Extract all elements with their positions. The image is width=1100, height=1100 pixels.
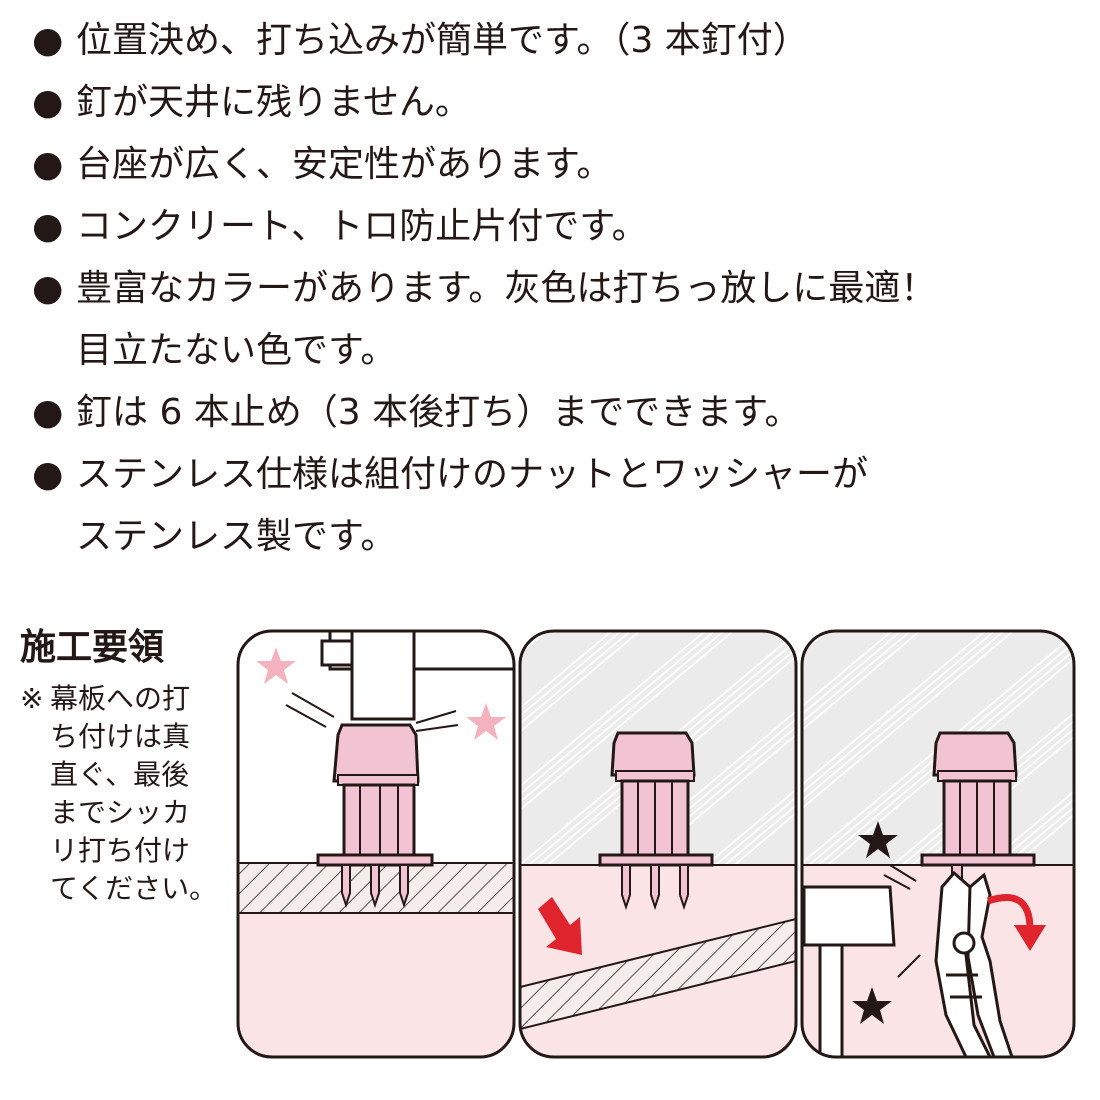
feature-text: 目立たない色です。 <box>76 330 397 371</box>
bullet-icon: ● <box>32 454 64 495</box>
feature-continuation: 目立たない色です。 <box>32 320 1092 382</box>
note-mark: ※ <box>20 682 44 715</box>
spark-star-icon <box>466 703 506 740</box>
spark-star-icon <box>852 987 892 1024</box>
feature-item: ● 釘は 6 本止め（3 本後打ち）までできます。 <box>32 382 1092 444</box>
bullet-icon: ● <box>32 20 64 61</box>
step-panel-3 <box>800 629 1076 1059</box>
feature-text: 豊富なカラーがあります。灰色は打ちっ放しに最適！ <box>76 268 937 309</box>
impact-lines <box>883 864 921 978</box>
anchor-part <box>920 731 1036 896</box>
feature-item: ● 台座が広く、安定性があります。 <box>32 134 1092 196</box>
spark-star-icon <box>858 821 898 858</box>
feature-item: ● 位置決め、打ち込みが簡単です。（3 本釘付） <box>32 10 1092 72</box>
procedure-illustrations <box>236 629 1076 1059</box>
feature-text: コンクリート、トロ防止片付です。 <box>76 206 648 247</box>
note-line: 幕板への打 <box>50 682 191 715</box>
bullet-icon: ● <box>32 144 64 185</box>
procedure-title: 施工要領 <box>20 627 165 668</box>
hammer-icon <box>802 885 896 1057</box>
spark-star-icon <box>256 647 296 684</box>
procedure-note: ※ 幕板への打 ち付けは真 直ぐ、最後 までシッカ リ打ち付け てください。 <box>20 680 218 908</box>
step-panel-1 <box>236 629 516 1059</box>
feature-text: 釘が天井に残りません。 <box>76 82 471 123</box>
note-line: てください。 <box>50 872 218 905</box>
hammer-icon <box>320 631 514 721</box>
direction-arrow-icon <box>538 897 582 955</box>
note-line: までシッカ <box>50 796 191 829</box>
bullet-icon: ● <box>32 82 64 123</box>
bullet-icon: ● <box>32 206 64 247</box>
feature-list: ● 位置決め、打ち込みが簡単です。（3 本釘付） ● 釘が天井に残りません。 ● 台座… <box>32 10 1092 568</box>
pliers-icon <box>934 870 1015 1057</box>
bullet-icon: ● <box>32 268 64 309</box>
feature-item: ● ステンレス仕様は組付けのナットとワッシャーが <box>32 444 1092 506</box>
feature-continuation: ステンレス製です。 <box>32 506 1092 568</box>
step-panel-2 <box>518 629 798 1059</box>
feature-text: ステンレス仕様は組付けのナットとワッシャーが <box>76 454 869 495</box>
feature-item: ● 釘が天井に残りません。 <box>32 72 1092 134</box>
anchor-part <box>598 731 714 911</box>
feature-text: ステンレス製です。 <box>76 516 397 557</box>
feature-item: ● 豊富なカラーがあります。灰色は打ちっ放しに最適！ <box>32 258 1092 320</box>
feature-item: ● コンクリート、トロ防止片付です。 <box>32 196 1092 258</box>
feature-text: 釘は 6 本止め（3 本後打ち）までできます。 <box>76 392 801 433</box>
note-line: リ打ち付け <box>50 834 191 867</box>
anchor-part <box>316 723 434 909</box>
bullet-icon: ● <box>32 392 64 433</box>
direction-arrow-icon <box>986 894 1046 951</box>
feature-text: 台座が広く、安定性があります。 <box>76 144 613 185</box>
note-line: 直ぐ、最後 <box>50 758 190 791</box>
feature-text: 位置決め、打ち込みが簡単です。（3 本釘付） <box>76 20 809 61</box>
impact-lines <box>285 692 459 732</box>
note-line: ち付けは真 <box>50 720 191 753</box>
